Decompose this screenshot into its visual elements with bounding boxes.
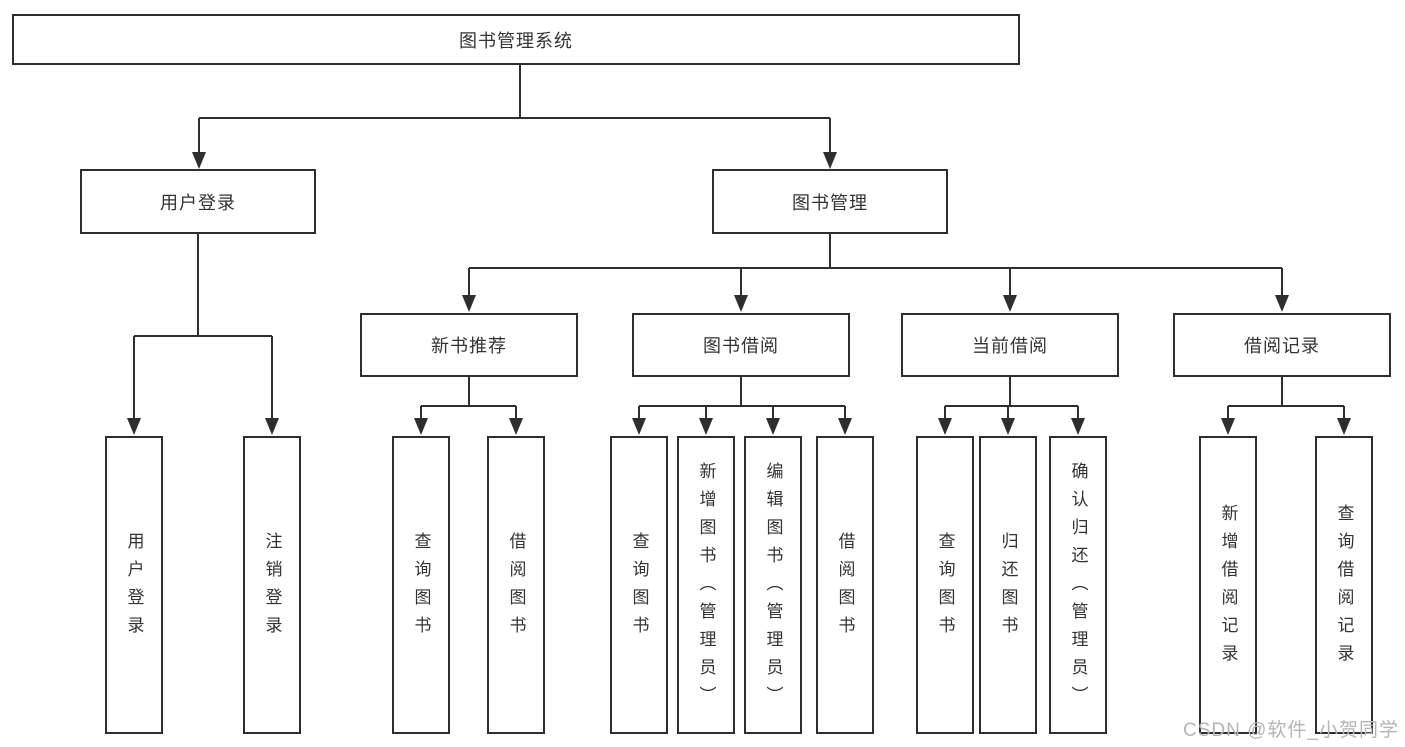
node-borrow-add-books-admin: 新增图书（管理员） — [677, 436, 735, 734]
node-logout-action: 注销登录 — [243, 436, 301, 734]
node-record-add: 新增借阅记录 — [1199, 436, 1257, 734]
arrowhead-icon — [838, 418, 852, 435]
arrowhead-icon — [462, 295, 476, 312]
arrowhead-icon — [699, 418, 713, 435]
node-current-confirm-return-admin: 确认归还（管理员） — [1049, 436, 1107, 734]
arrowhead-icon — [1071, 418, 1085, 435]
arrowhead-icon — [823, 152, 837, 169]
arrowhead-icon — [127, 418, 141, 435]
node-root: 图书管理系统 — [12, 14, 1020, 65]
arrowhead-icon — [1275, 295, 1289, 312]
arrowheads — [127, 152, 1351, 435]
connector-current-borrow-branch — [944, 377, 1079, 425]
connector-user-login-branch — [133, 234, 273, 425]
node-new-book-recommend: 新书推荐 — [360, 313, 578, 377]
node-borrow-edit-books-admin: 编辑图书（管理员） — [744, 436, 802, 734]
arrowhead-icon — [734, 295, 748, 312]
node-book-borrow: 图书借阅 — [632, 313, 850, 377]
arrowhead-icon — [192, 152, 206, 169]
arrowhead-icon — [414, 418, 428, 435]
node-borrow-borrow-books: 借阅图书 — [816, 436, 874, 734]
arrowhead-icon — [1003, 295, 1017, 312]
node-recommend-borrow-books: 借阅图书 — [487, 436, 545, 734]
arrowhead-icon — [1001, 418, 1015, 435]
node-borrow-query-books: 查询图书 — [610, 436, 668, 734]
connector-book-borrow-branch — [638, 377, 846, 425]
arrowhead-icon — [265, 418, 279, 435]
node-recommend-query-books: 查询图书 — [392, 436, 450, 734]
node-current-borrow: 当前借阅 — [901, 313, 1119, 377]
node-user-login: 用户登录 — [80, 169, 316, 234]
csdn-watermark: CSDN @软件_小贺同学 — [1183, 720, 1399, 741]
node-user-login-action: 用户登录 — [105, 436, 163, 734]
arrowhead-icon — [938, 418, 952, 435]
arrowhead-icon — [632, 418, 646, 435]
arrowhead-icon — [509, 418, 523, 435]
connector-new-book-branch — [420, 377, 517, 425]
arrowhead-icon — [766, 418, 780, 435]
node-current-query-books: 查询图书 — [916, 436, 974, 734]
connector-borrow-record-branch — [1227, 377, 1345, 425]
arrowhead-icon — [1337, 418, 1351, 435]
node-book-management: 图书管理 — [712, 169, 948, 234]
node-borrow-record: 借阅记录 — [1173, 313, 1391, 377]
node-record-query: 查询借阅记录 — [1315, 436, 1373, 734]
connector-book-management-branch — [468, 234, 1283, 302]
arrowhead-icon — [1221, 418, 1235, 435]
node-current-return-books: 归还图书 — [979, 436, 1037, 734]
connector-root-to-level2 — [198, 65, 831, 159]
